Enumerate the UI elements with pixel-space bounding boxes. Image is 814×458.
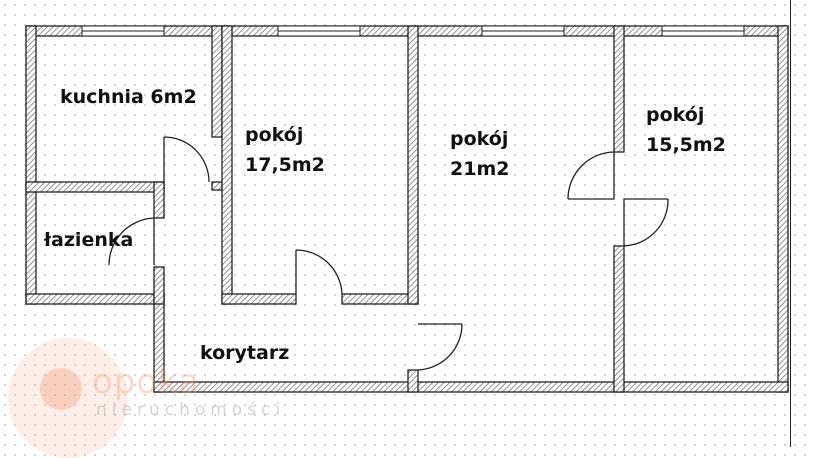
watermark-logo-circle <box>8 338 128 458</box>
corridor-label: korytarz <box>200 342 290 364</box>
kitchen-door <box>163 136 210 183</box>
wall-room-a-bottom-right <box>341 293 419 305</box>
room-c-label: pokój 15,5m2 <box>646 104 726 156</box>
room-b-label: pokój 21m2 <box>450 128 510 180</box>
wall-room-b-left-lower <box>407 369 419 393</box>
kitchen-label: kuchnia 6m2 <box>60 86 197 108</box>
window <box>481 25 565 37</box>
wall-left <box>25 25 37 305</box>
wall-kitchen-bottom <box>25 181 165 193</box>
wall-room-a-right <box>407 25 419 305</box>
bathroom-label: łazienka <box>44 229 134 251</box>
floor-plan <box>25 25 789 393</box>
wall-bottom-left <box>25 293 165 305</box>
double-door-right <box>623 198 669 247</box>
canvas-edge-line <box>790 0 791 447</box>
bathroom-door <box>108 217 155 266</box>
windows <box>81 25 745 37</box>
wall-bottom <box>153 381 789 393</box>
window <box>81 25 165 37</box>
wall-room-b-right-lower <box>613 245 625 393</box>
watermark-name: opoka <box>92 362 201 402</box>
wall-room-a-left <box>221 25 233 305</box>
room-a-door <box>295 249 343 295</box>
window <box>661 25 745 37</box>
watermark-subtitle: nieruchomości <box>96 400 286 420</box>
wall-right <box>777 25 789 393</box>
wall-bathroom-right-upper <box>153 181 165 219</box>
wall-bathroom-right-lower <box>153 266 165 305</box>
wall-room-a-bottom-left <box>221 293 297 305</box>
walls <box>25 25 789 393</box>
room-b-door <box>417 323 463 371</box>
wall-kitchen-right-lower <box>211 181 223 191</box>
double-door-left <box>567 151 615 200</box>
watermark-logo-dot <box>40 368 82 410</box>
wall-room-b-right-upper <box>613 25 625 153</box>
wall-kitchen-right-upper <box>211 25 223 138</box>
room-a-label: pokój 17,5m2 <box>245 124 325 176</box>
doors <box>108 136 669 371</box>
window <box>277 25 361 37</box>
